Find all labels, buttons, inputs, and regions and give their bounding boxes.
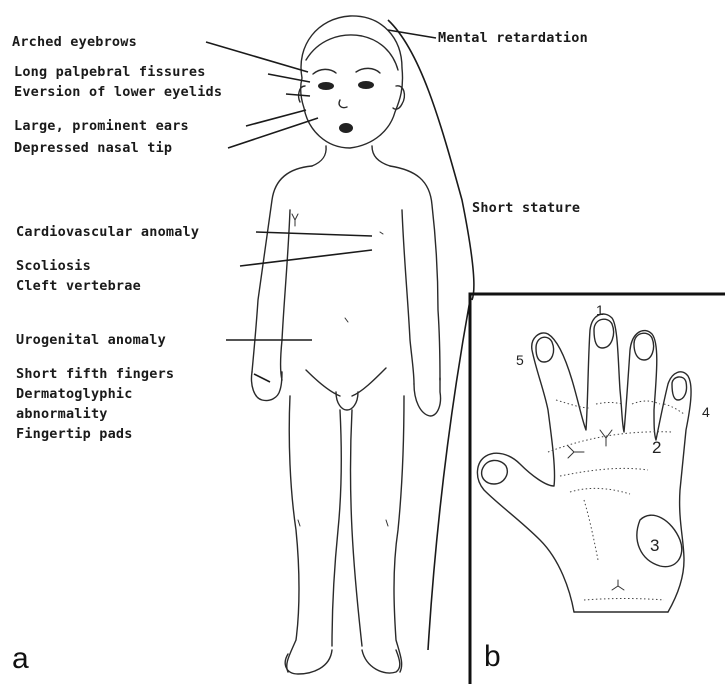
- label-short-fifth-fingers: Short fifth fingers: [16, 364, 174, 384]
- crease-4: [664, 404, 684, 414]
- triradius-1: [568, 446, 584, 458]
- chest-mark-2: [380, 232, 383, 234]
- mouth: [339, 123, 353, 133]
- hand-number-5: 5: [516, 352, 524, 368]
- label-scoliosis: Scoliosis: [16, 256, 91, 276]
- label-eversion-lower-eyelids: Eversion of lower eyelids: [14, 82, 222, 102]
- label-long-palpebral-fissures: Long palpebral fissures: [14, 62, 206, 82]
- label-arched-eyebrows: Arched eyebrows: [12, 32, 137, 52]
- hand-number-2: 2: [652, 438, 661, 458]
- knee-right: [386, 520, 388, 526]
- triradius-3: [612, 580, 624, 590]
- foot-left: [285, 650, 332, 674]
- leg-left-inner: [332, 410, 341, 646]
- torso-right: [390, 166, 440, 380]
- hair-line: [306, 35, 398, 70]
- hip-line: [306, 368, 386, 396]
- eyebrow-left: [356, 68, 380, 73]
- crease-2: [596, 403, 622, 405]
- hand-outline: [477, 314, 691, 612]
- label-large-prominent-ears: Large, prominent ears: [14, 116, 189, 136]
- arm-inner-left: [281, 210, 291, 380]
- nail-thumb: [482, 460, 508, 484]
- leg-right-outer: [394, 396, 404, 672]
- triradius-2: [600, 430, 612, 446]
- palm-ridge-3: [570, 488, 630, 494]
- leg-left-outer: [287, 396, 299, 672]
- leader-lines: [206, 30, 436, 382]
- eyebrow-right: [313, 69, 336, 74]
- nail-3: [634, 333, 654, 360]
- hand-number-1: 1: [596, 302, 604, 318]
- hand-left-figure: [251, 372, 282, 401]
- label-depressed-nasal-tip: Depressed nasal tip: [14, 138, 172, 158]
- hand-panel: [470, 294, 725, 684]
- label-cardiovascular-anomaly: Cardiovascular anomaly: [16, 222, 199, 242]
- label-short-stature: Short stature: [472, 198, 580, 218]
- panel-border: [470, 294, 725, 684]
- hand-right-figure: [414, 378, 441, 416]
- leg-right-inner: [351, 410, 363, 646]
- nose: [339, 100, 347, 108]
- label-abnormality: abnormality: [16, 404, 108, 424]
- wrist-dots: [584, 599, 664, 601]
- stature-bracket: [388, 20, 474, 650]
- palm-ridge-4: [584, 500, 598, 560]
- ear-right: [393, 86, 404, 109]
- label-cleft-vertebrae: Cleft vertebrae: [16, 276, 141, 296]
- eye-right: [318, 82, 334, 90]
- label-dermatoglyphic: Dermatoglyphic: [16, 384, 133, 404]
- nail-4: [672, 377, 687, 400]
- neck: [312, 146, 326, 166]
- crease-3: [632, 401, 660, 404]
- palm-ridge-2: [560, 468, 648, 476]
- foot-right: [362, 650, 400, 673]
- panel-label-a: a: [12, 642, 29, 676]
- hand-number-4: 4: [702, 404, 710, 420]
- nail-1: [594, 319, 614, 348]
- neck-right: [372, 146, 390, 166]
- child-figure: [251, 16, 473, 674]
- hand-number-3: 3: [650, 536, 659, 556]
- label-urogenital-anomaly: Urogenital anomaly: [16, 330, 166, 350]
- arm-inner-right: [402, 210, 414, 384]
- knee-left: [298, 520, 300, 526]
- label-fingertip-pads: Fingertip pads: [16, 424, 133, 444]
- label-mental-retardation: Mental retardation: [438, 28, 588, 48]
- navel: [345, 318, 348, 322]
- crease-1: [556, 400, 590, 408]
- nail-5: [536, 337, 554, 362]
- chest-mark: [292, 214, 298, 226]
- panel-label-b: b: [484, 640, 501, 674]
- eye-left: [358, 81, 374, 89]
